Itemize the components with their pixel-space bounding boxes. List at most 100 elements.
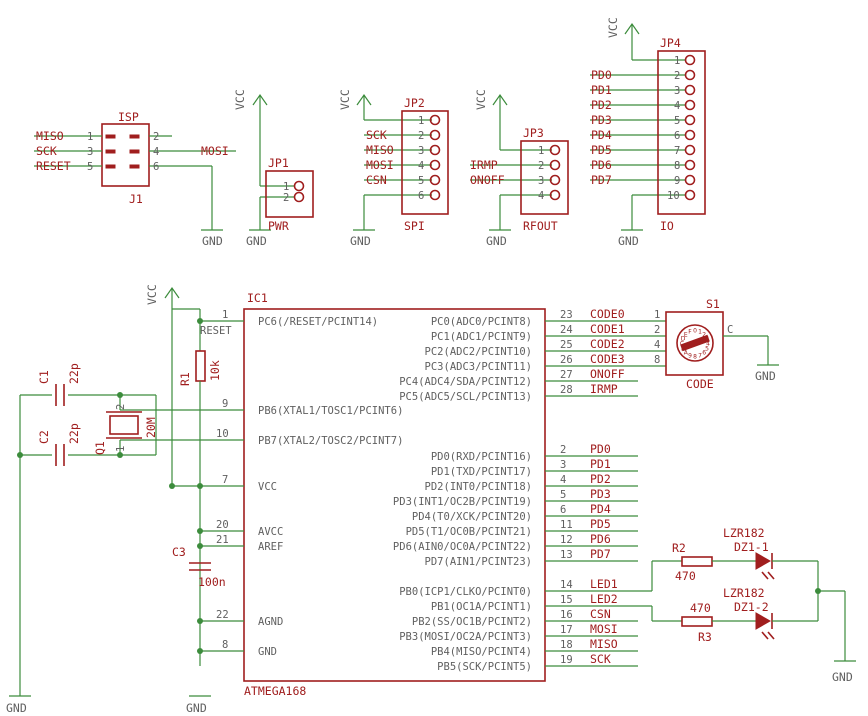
ic1-right-pin-num: 18 bbox=[560, 639, 573, 651]
ic1-left-pin-label: PB7(XTAL2/TOSC2/PCINT7) bbox=[258, 435, 403, 447]
isp-pin: 6 bbox=[153, 161, 159, 173]
jp4-pin-circle bbox=[684, 84, 696, 96]
jp2-pin-circle bbox=[429, 144, 441, 156]
ic1-left-pin-num: 7 bbox=[222, 474, 228, 486]
jp4-body bbox=[657, 50, 706, 215]
gnd-label: GND bbox=[832, 670, 853, 684]
crystal-circuit: C1 22p C2 22p Q1 20M 2 1 GND bbox=[6, 363, 158, 715]
ic1-right-pin-num: 4 bbox=[560, 474, 566, 486]
s1-dial-digit: 6 bbox=[702, 350, 706, 357]
gnd-label: GND bbox=[186, 701, 207, 715]
jp3-signal: IRMP bbox=[470, 158, 498, 172]
c1-value: 22p bbox=[67, 363, 81, 384]
r3-name: R3 bbox=[698, 630, 712, 644]
s1-pin: 2 bbox=[654, 324, 660, 336]
ic1-name: IC1 bbox=[247, 291, 268, 305]
ic1-left-pin-num: 22 bbox=[216, 609, 229, 621]
ic1-right-pin-num: 16 bbox=[560, 609, 573, 621]
s1-dial-digit: 2 bbox=[702, 331, 706, 338]
jp4-signal: PD2 bbox=[591, 98, 612, 112]
ic1-right-pin-num: 15 bbox=[560, 594, 573, 606]
r2-name: R2 bbox=[672, 541, 686, 555]
ic1-right-pin-num: 26 bbox=[560, 354, 573, 366]
ic1-net-label: CODE2 bbox=[590, 337, 625, 351]
jp4-pin-circle bbox=[684, 54, 696, 66]
isp-signal-mosi: MOSI bbox=[201, 144, 229, 158]
gnd-label: GND bbox=[6, 701, 27, 715]
ic1-right-pin-num: 28 bbox=[560, 384, 573, 396]
junction bbox=[197, 618, 203, 624]
jp2-pin-circle bbox=[429, 159, 441, 171]
jp4-signal: PD0 bbox=[591, 68, 612, 82]
jp4-pin: 9 bbox=[674, 175, 680, 187]
jp4-pin-circle bbox=[684, 99, 696, 111]
isp-pad bbox=[129, 164, 140, 169]
jp4-pin: 1 bbox=[674, 55, 680, 67]
isp-pin: 4 bbox=[153, 146, 159, 158]
ic1-net-label: CODE1 bbox=[590, 322, 625, 336]
ic1-left-pin-num: 10 bbox=[216, 428, 229, 440]
ic1-body bbox=[243, 308, 546, 682]
s1-dial-digit: 3 bbox=[705, 336, 709, 343]
ic1-left-pin-label: GND bbox=[258, 646, 277, 658]
jp4-signal: PD1 bbox=[591, 83, 612, 97]
gnd-label: GND bbox=[246, 234, 267, 248]
jp3-pin: 3 bbox=[538, 175, 544, 187]
jp3-body bbox=[520, 140, 569, 215]
r1-name: R1 bbox=[178, 372, 192, 386]
r1-resistor bbox=[195, 350, 206, 382]
dz1-2-part: LZR182 bbox=[723, 586, 765, 600]
jp4-label: IO bbox=[660, 219, 674, 233]
isp-signal-reset: RESET bbox=[36, 159, 71, 173]
dz1-2-name: DZ1-2 bbox=[734, 600, 769, 614]
isp-body bbox=[101, 123, 150, 187]
junction bbox=[117, 452, 123, 458]
ic1-left-pin-num: 20 bbox=[216, 519, 229, 531]
gnd-label: GND bbox=[202, 234, 223, 248]
jp2-signal: CSN bbox=[366, 173, 387, 187]
s1-label: CODE bbox=[686, 377, 714, 391]
ic1-net-label: IRMP bbox=[590, 382, 618, 396]
vcc-label: VCC bbox=[474, 89, 488, 110]
ic1-right-pin-num: 19 bbox=[560, 654, 573, 666]
ic1-net-label: PD0 bbox=[590, 442, 611, 456]
jp2-pin-circle bbox=[429, 114, 441, 126]
jp4-pin: 7 bbox=[674, 145, 680, 157]
jp2-name: JP2 bbox=[404, 96, 425, 110]
jp4-pin-circle bbox=[684, 159, 696, 171]
ic1-net-label: SCK bbox=[590, 652, 611, 666]
dz1-1-led bbox=[755, 552, 772, 570]
q1-crystal bbox=[109, 415, 139, 435]
ic1-left-pin-label: PC6(/RESET/PCINT14) bbox=[258, 316, 378, 328]
isp-pad bbox=[105, 164, 116, 169]
jp4-pin-circle bbox=[684, 144, 696, 156]
ic1-right-pin-label: PD3(INT1/OC2B/PCINT19) bbox=[393, 496, 532, 508]
ic1-left-pin-label: VCC bbox=[258, 481, 277, 493]
q1-pin: 2 bbox=[115, 404, 127, 410]
jp4-pin: 8 bbox=[674, 160, 680, 172]
ic1-net-label: PD7 bbox=[590, 547, 611, 561]
ic1-right-pin-label: PB4(MISO/PCINT4) bbox=[431, 646, 532, 658]
ic1-net-label: LED2 bbox=[590, 592, 618, 606]
jp2-pin-circle bbox=[429, 174, 441, 186]
ic1-left-pin-num: 1 bbox=[222, 309, 228, 321]
q1-name: Q1 bbox=[93, 441, 107, 455]
s1-dial-digit: A bbox=[684, 350, 689, 357]
r2-value: 470 bbox=[675, 569, 696, 583]
junction bbox=[197, 648, 203, 654]
q1-pin: 1 bbox=[115, 446, 127, 452]
r3-resistor bbox=[681, 616, 713, 627]
s1-dial-digit: 0 bbox=[693, 328, 697, 335]
isp-connector: ISP J1 MISO SCK RESET MOSI 1 3 5 2 4 6 G… bbox=[34, 110, 236, 248]
ic1-net-label: PD5 bbox=[590, 517, 611, 531]
s1-pin: 1 bbox=[654, 309, 660, 321]
c3-name: C3 bbox=[172, 545, 186, 559]
jp3-pin-circle bbox=[549, 189, 561, 201]
isp-pin: 3 bbox=[87, 146, 93, 158]
junction bbox=[815, 588, 821, 594]
jp2-signal: SCK bbox=[366, 128, 387, 142]
jp2-body bbox=[401, 110, 449, 215]
ic1-right-pin-num: 24 bbox=[560, 324, 573, 336]
jp3-pin-circle bbox=[549, 174, 561, 186]
